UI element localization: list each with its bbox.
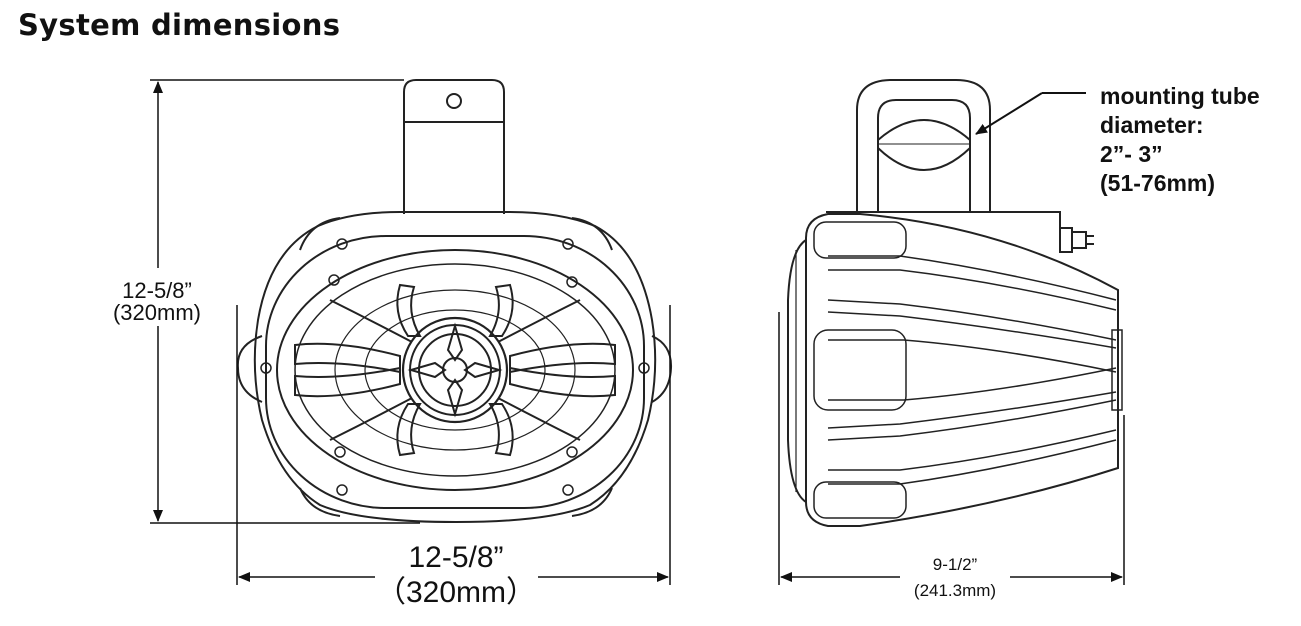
side-front-bezel: [787, 239, 807, 503]
rib-pad-mid: [813, 329, 907, 411]
rib-pad-bottom: [813, 481, 907, 519]
front-height-metric-label: (320mm): [113, 300, 201, 325]
rib-pad-top: [813, 221, 907, 259]
front-lobe-tr: [571, 217, 613, 251]
page-title: System dimensions: [18, 8, 341, 42]
mounting-tube: [877, 119, 971, 171]
front-inner-frame: [265, 235, 645, 509]
side-clamp: [856, 79, 991, 212]
front-height-dimension: [150, 79, 420, 524]
front-housing-outer: [253, 211, 657, 524]
front-width-imperial-label: 12-5/8”: [408, 541, 503, 574]
front-width-metric-label: （320mm）: [376, 576, 536, 609]
front-lobe-tl: [299, 217, 341, 251]
side-depth-imperial-label: 9-1/2”: [933, 555, 978, 574]
side-depth-dimension: [778, 312, 1125, 585]
side-view: [787, 79, 1123, 527]
side-connector: [1059, 227, 1094, 253]
grille-spokes: [294, 283, 616, 457]
front-screws: [260, 238, 650, 496]
speaker-basket: [276, 249, 634, 491]
tweeter: [401, 316, 509, 424]
front-right-bump: [651, 335, 673, 403]
mounting-tube-callout: mounting tube diameter: 2”- 3” (51-76mm): [1100, 83, 1260, 196]
front-height-imperial-label: 12-5/8”: [122, 278, 192, 303]
front-lobe-bl: [299, 487, 341, 517]
front-mount-bracket: [403, 79, 505, 214]
side-ribs: [827, 255, 1117, 485]
front-left-bump: [236, 335, 263, 403]
front-width-dimension: [236, 305, 671, 585]
callout-line-4: (51-76mm): [1100, 170, 1215, 196]
callout-line-3: 2”- 3”: [1100, 141, 1163, 167]
side-depth-metric-label: (241.3mm): [914, 581, 996, 600]
callout-line-2: diameter:: [1100, 112, 1204, 138]
front-view: [236, 79, 673, 524]
callout-leader: [975, 92, 1086, 135]
callout-line-1: mounting tube: [1100, 83, 1260, 109]
front-lobe-br: [571, 487, 613, 517]
side-body: [805, 213, 1119, 527]
